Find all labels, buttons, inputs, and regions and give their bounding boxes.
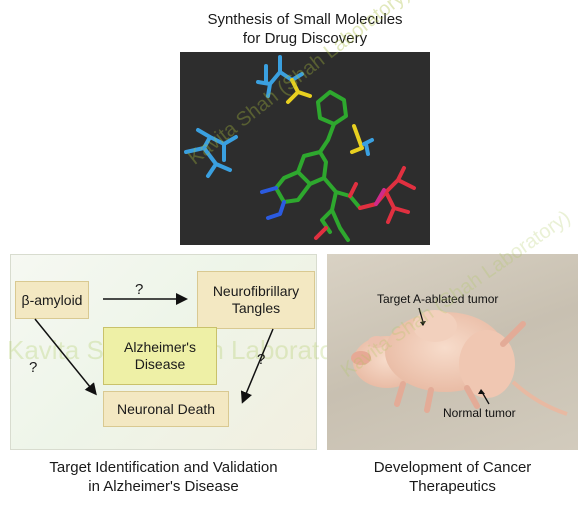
green-molecule: [274, 90, 362, 242]
mouse-ear: [368, 336, 386, 348]
mouse-photo: Target A-ablated tumor Normal tumor Kavi…: [327, 206, 578, 450]
cancer-caption: Development of Cancer Therapeutics: [327, 458, 578, 496]
yellow-fragment-small: [350, 124, 364, 154]
top-title-line2: for Drug Discovery: [242, 30, 368, 47]
blue-nitrogen: [260, 186, 286, 220]
node-disease-line2: Disease: [134, 356, 186, 372]
molecule-image: Kavita Shah (Shah Laboratory): [180, 0, 430, 245]
node-tangles-line2: Tangles: [231, 300, 281, 316]
node-alzheimers-disease: Alzheimer's Disease: [103, 327, 217, 385]
arrow-amyloid-to-death: [34, 318, 97, 396]
cancer-caption-line2: Therapeutics: [409, 478, 496, 495]
node-neuronal-death-label: Neuronal Death: [116, 400, 216, 417]
blue-fragment-left: [184, 128, 238, 178]
mouse-legs: [394, 321, 526, 413]
mouse-graphic: [351, 307, 568, 416]
yellow-fragment-top: [286, 78, 312, 104]
mouse-tail: [511, 380, 568, 416]
mouse-snout: [351, 351, 371, 365]
node-disease-line1: Alzheimer's: [124, 339, 196, 355]
blue-fragment-small: [362, 138, 374, 156]
alzheimers-caption-line1: Target Identification and Validation: [49, 459, 278, 476]
ablated-tumor: [413, 310, 457, 342]
normal-tumor: [459, 330, 515, 398]
alzheimers-arrows: [34, 293, 274, 404]
node-beta-amyloid-label: β-amyloid: [21, 291, 83, 308]
magenta-atom: [374, 188, 386, 206]
arrow-tangles-to-death: [240, 328, 274, 404]
top-title: Synthesis of Small Molecules for Drug Di…: [150, 10, 460, 48]
red-groups: [314, 166, 416, 240]
node-beta-amyloid: β-amyloid: [15, 281, 89, 319]
cancer-caption-line1: Development of Cancer: [373, 459, 532, 476]
molecule-graphic: [184, 55, 416, 242]
arrow-normal-head: [478, 389, 485, 394]
node-neuronal-death: Neuronal Death: [103, 391, 229, 427]
arrow-ablated-head: [420, 321, 426, 326]
label-ablated-tumor: Target A-ablated tumor: [377, 292, 499, 306]
alzheimers-diagram: Kavita Shah (Shah Laboratory) β-amyloid …: [7, 254, 364, 450]
arrow-ablated: [418, 307, 424, 323]
node-neurofibrillary-tangles: Neurofibrillary Tangles: [197, 271, 315, 329]
alzheimers-caption-line2: in Alzheimer's Disease: [88, 478, 239, 495]
question-mark-2: ?: [29, 359, 38, 376]
question-mark-3: ?: [257, 351, 266, 368]
label-normal-tumor: Normal tumor: [443, 406, 516, 420]
node-tangles-line1: Neurofibrillary: [212, 283, 300, 299]
alzheimers-caption: Target Identification and Validation in …: [10, 458, 317, 496]
top-title-line1: Synthesis of Small Molecules: [207, 11, 403, 28]
question-mark-1: ?: [135, 281, 144, 298]
